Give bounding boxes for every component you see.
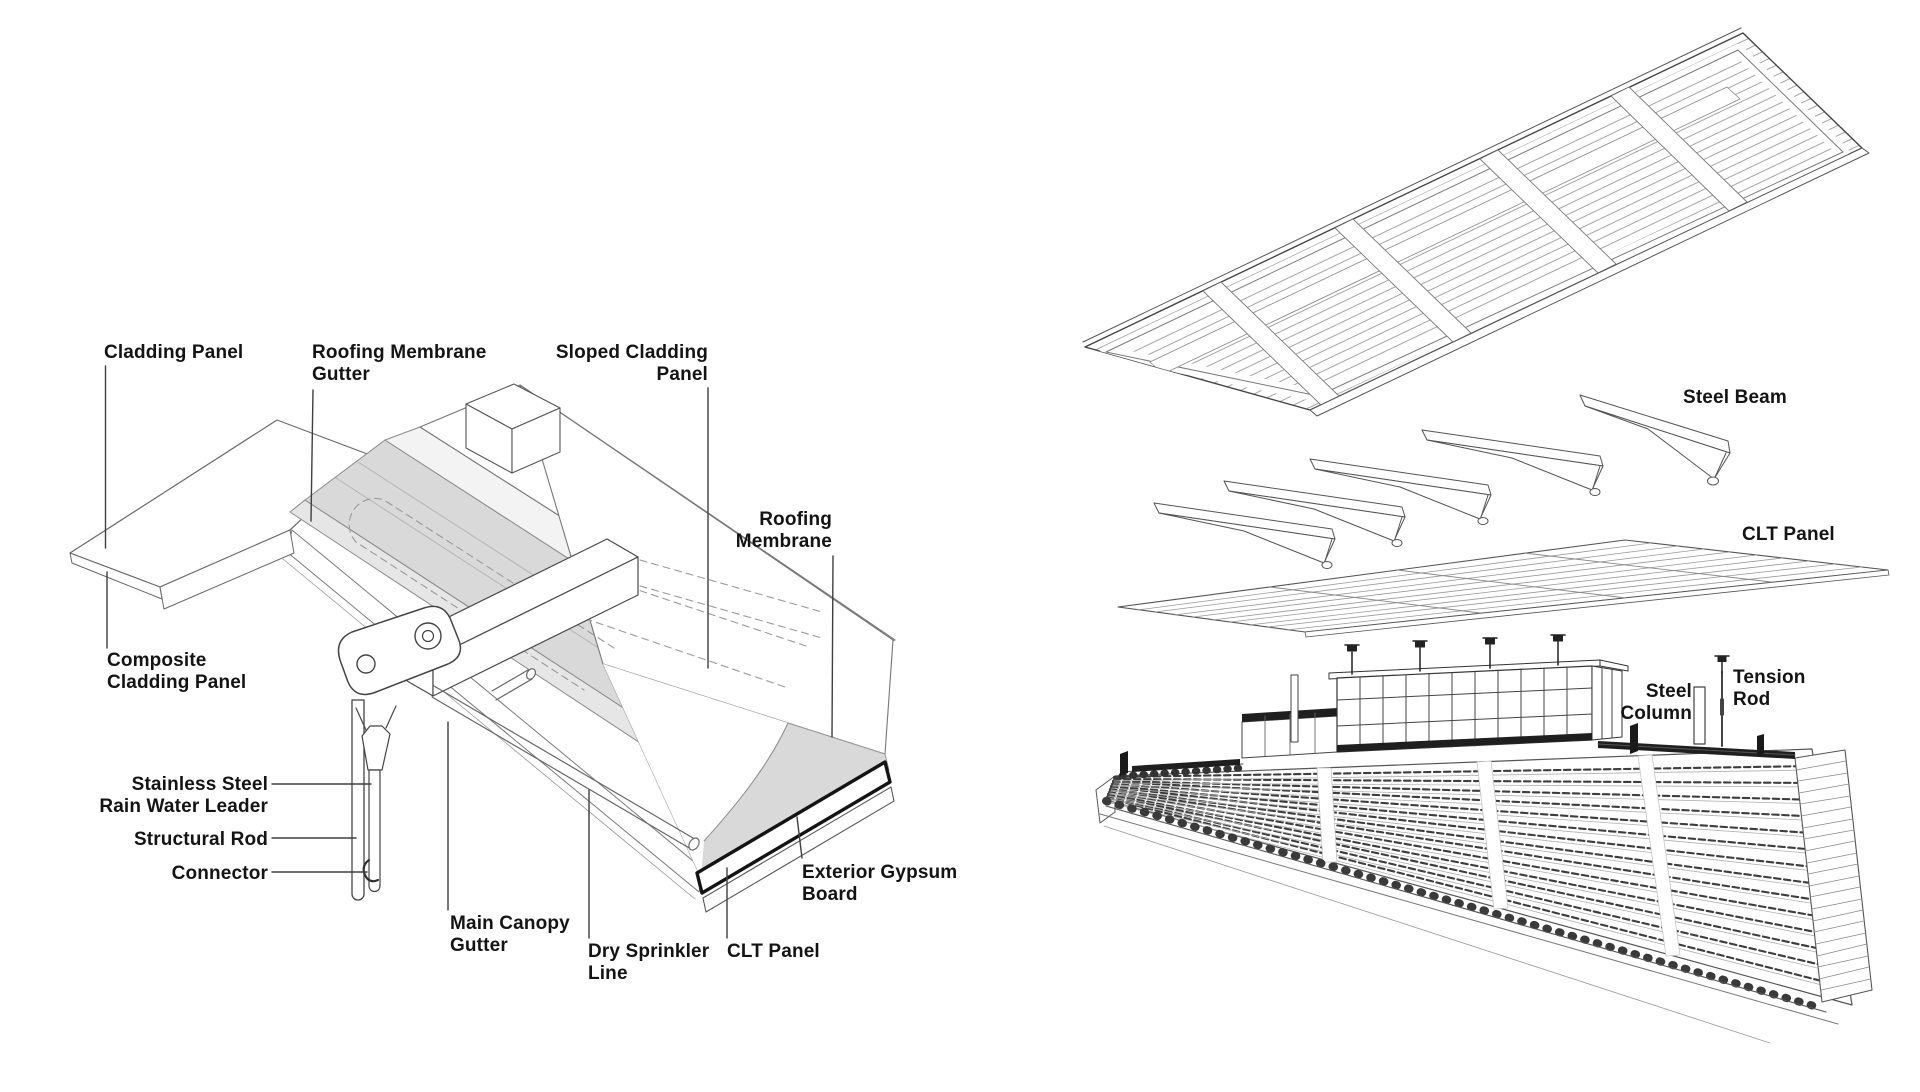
steel-column-shape [1693,686,1706,745]
label-main-canopy-gutter: Main Canopy Gutter [450,913,570,957]
left-leader-lines [104,365,834,939]
label-stainless-steel-rain-water-leader: Stainless Steel Rain Water Leader [99,774,268,818]
label-connector: Connector [171,863,268,884]
canopy-detail-drawing [69,365,896,939]
label-tension-rod: Tension Rod [1733,667,1806,711]
roof-panel [1082,27,1870,417]
dry-sprinkler-pipe [431,668,700,851]
rain-leader-funnel [361,725,391,771]
label-composite-cladding-panel: Composite Cladding Panel [107,650,247,694]
rain-water-leader-shape [368,769,381,893]
clt-panel-sheet [1117,539,1890,638]
structural-rod-shape [351,699,365,901]
label-steel-column: Steel Column [1620,681,1692,725]
steel-beams-row [1153,394,1731,569]
leader-roofing-membrane [831,555,834,738]
connector-clip-shape [362,858,380,883]
hanger-connector-assembly [337,605,462,901]
label-roofing-membrane-gutter: Roofing Membrane Gutter [312,342,487,386]
steel-beam-labeled [1579,394,1731,486]
label-structural-rod: Structural Rod [133,829,268,850]
leader-roofing-membrane-gutter [310,389,314,522]
light-fixtures [1344,634,1566,675]
end-stairs [1794,749,1873,1003]
label-cladding-panel: Cladding Panel [104,342,244,363]
label-steel-beam: Steel Beam [1683,387,1787,408]
back-column [1290,674,1299,743]
grandstand-structure [1095,634,1873,1044]
clt-panel-edge [695,760,895,913]
grandstand-drawing [1082,27,1890,1044]
label-roofing-membrane: Roofing Membrane [735,509,832,553]
label-clt-panel-right: CLT Panel [1742,524,1835,545]
label-exterior-gypsum-board: Exterior Gypsum Board [802,862,958,906]
tension-rod-shape [1714,655,1730,747]
leader-exterior-gypsum-board [796,816,803,859]
pavilion-mullions [1336,666,1613,752]
aisles [1316,754,1681,957]
label-dry-sprinkler-line: Dry Sprinkler Line [588,941,710,985]
ridge-bracket-box [465,383,561,474]
pavilion-press-box [1328,659,1629,753]
pavilion-spandrel [1337,733,1592,752]
front-edge-base [1099,797,1839,1044]
label-sloped-cladding-panel: Sloped Cladding Panel [555,342,708,386]
roofing-membrane-surface [602,663,890,879]
parapet-details [1118,723,1796,780]
pavilion-annex [1241,708,1338,759]
label-clt-panel-left: CLT Panel [727,941,820,962]
